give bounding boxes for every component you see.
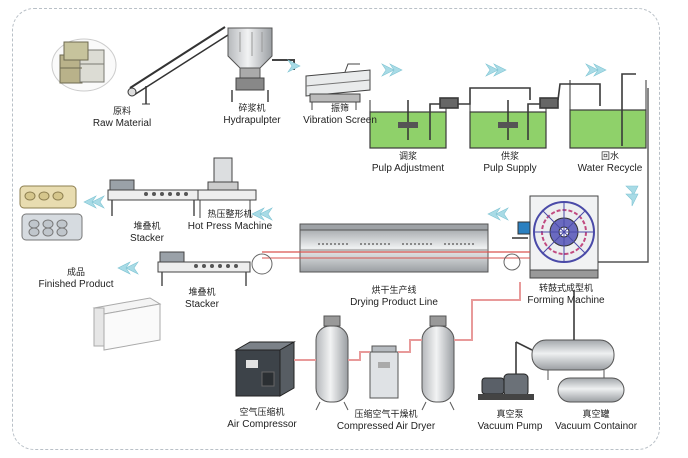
label-cn: 振筛 bbox=[330, 104, 349, 114]
label-en: Water Recycle bbox=[577, 163, 643, 174]
drying-line bbox=[251, 223, 530, 275]
arrow-left-icon bbox=[487, 207, 509, 221]
stacker-top bbox=[107, 179, 199, 216]
label-air-compressor: 空气压缩机 Air Compressor bbox=[227, 408, 296, 430]
label-en: Air Compressor bbox=[227, 419, 297, 430]
pulp-tanks bbox=[369, 80, 647, 149]
forming-machine bbox=[512, 195, 599, 279]
air-lines bbox=[294, 282, 521, 361]
label-en: Vibration Screen bbox=[303, 115, 377, 126]
air-tanks bbox=[315, 315, 455, 411]
arrow-right-icon bbox=[287, 59, 301, 73]
label-en: Vacuum Pump bbox=[477, 421, 543, 432]
label-en: Vacuum Containor bbox=[554, 421, 638, 432]
label-en: Forming Machine bbox=[527, 295, 605, 306]
label-cn: 热压整形机 bbox=[207, 210, 253, 220]
label-en: Drying Product Line bbox=[350, 297, 438, 308]
label-vacuum-pump: 真空泵 Vacuum Pump bbox=[478, 410, 543, 432]
label-cn: 成品 bbox=[66, 268, 86, 278]
dashed-frame bbox=[12, 8, 660, 450]
label-water-recycle: 回水 Water Recycle bbox=[578, 152, 643, 174]
arrow-right-icon bbox=[485, 63, 507, 77]
hot-press-machine bbox=[193, 157, 257, 218]
arrow-down-icon bbox=[625, 185, 639, 207]
label-forming-machine: 转鼓式成型机 Forming Machine bbox=[527, 284, 604, 306]
transfer-pumps bbox=[429, 73, 636, 146]
arrow-right-icon bbox=[381, 63, 403, 77]
hydrapulper bbox=[227, 27, 295, 102]
label-en: Finished Product bbox=[38, 279, 114, 290]
vibration-screen bbox=[305, 63, 371, 110]
label-cn: 原料 bbox=[112, 107, 132, 117]
label-en: Stacker bbox=[185, 299, 219, 310]
feed-conveyor bbox=[127, 26, 229, 105]
label-raw-material: 原料 Raw Material bbox=[93, 107, 151, 129]
label-en: Hot Press Machine bbox=[187, 221, 273, 232]
air-compressor bbox=[234, 341, 296, 397]
label-en: Stacker bbox=[130, 233, 164, 244]
label-en: Pulp Adjustment bbox=[371, 163, 445, 174]
arrow-right-icon bbox=[585, 63, 607, 77]
label-cn: 转鼓式成型机 bbox=[538, 284, 594, 294]
label-cn: 堆叠机 bbox=[133, 222, 161, 232]
label-vacuum-container: 真空罐 Vacuum Containor bbox=[555, 410, 637, 432]
label-vibration-screen: 振筛 Vibration Screen bbox=[303, 104, 377, 126]
label-stacker-bottom: 堆叠机 Stacker bbox=[185, 288, 219, 310]
label-en: Compressed Air Dryer bbox=[336, 421, 436, 432]
arrow-left-icon bbox=[83, 195, 105, 209]
finished-stack bbox=[92, 297, 162, 351]
label-air-dryer: 压缩空气干燥机 Compressed Air Dryer bbox=[337, 410, 435, 432]
label-finished-product: 成品 Finished Product bbox=[38, 268, 113, 290]
water-recycle-pipe bbox=[596, 88, 649, 263]
label-cn: 供浆 bbox=[500, 152, 519, 162]
label-cn: 真空泵 bbox=[496, 410, 524, 420]
label-hydrapulpter: 碎浆机 Hydrapulpter bbox=[223, 104, 280, 126]
label-drying-line: 烘干生产线 Drying Product Line bbox=[350, 286, 438, 308]
stacker-bottom bbox=[157, 251, 251, 286]
label-cn: 堆叠机 bbox=[188, 288, 216, 298]
raw-material-bales bbox=[51, 38, 117, 92]
label-hot-press: 热压整形机 Hot Press Machine bbox=[188, 210, 272, 232]
label-en: Raw Material bbox=[92, 118, 152, 129]
air-dryer bbox=[369, 345, 399, 399]
label-cn: 回水 bbox=[600, 152, 619, 162]
label-pulp-adjustment: 调浆 Pulp Adjustment bbox=[372, 152, 444, 174]
label-cn: 碎浆机 bbox=[238, 104, 266, 114]
vacuum-container bbox=[515, 290, 625, 403]
label-cn: 压缩空气干燥机 bbox=[354, 410, 418, 420]
label-pulp-supply: 供浆 Pulp Supply bbox=[483, 152, 536, 174]
label-en: Pulp Supply bbox=[483, 163, 537, 174]
arrow-left-icon bbox=[117, 261, 139, 275]
label-cn: 烘干生产线 bbox=[371, 286, 417, 296]
label-cn: 空气压缩机 bbox=[239, 408, 285, 418]
label-en: Hydrapulpter bbox=[223, 115, 281, 126]
egg-trays bbox=[19, 185, 83, 241]
label-cn: 真空罐 bbox=[582, 410, 610, 420]
arrow-left-icon bbox=[251, 207, 273, 221]
label-cn: 调浆 bbox=[398, 152, 418, 162]
flow-arrows bbox=[83, 59, 639, 275]
vacuum-pump bbox=[478, 342, 534, 400]
label-stacker-top: 堆叠机 Stacker bbox=[130, 222, 164, 244]
